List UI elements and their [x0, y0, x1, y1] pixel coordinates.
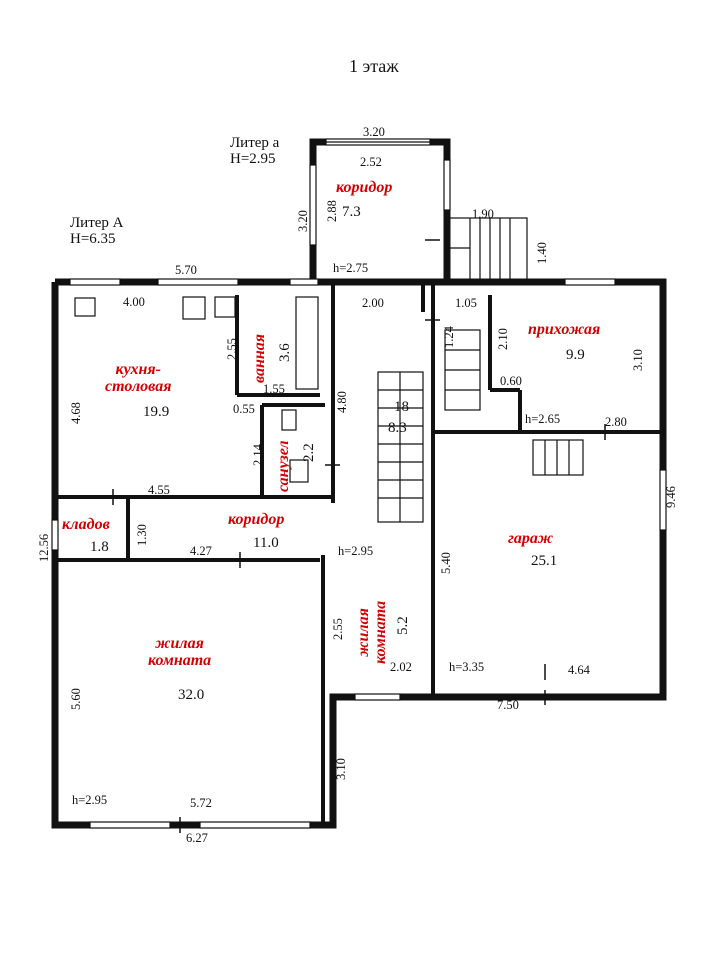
- dim-4-55: 4.55: [148, 483, 170, 497]
- dim-1-90: 1.90: [472, 207, 494, 221]
- dim-4-80: 4.80: [335, 391, 349, 413]
- room-corridor-main-area: 11.0: [253, 535, 279, 551]
- dim-2-52: 2.52: [360, 155, 382, 169]
- room-hall-name: прихожая: [528, 321, 601, 338]
- cooktop-icon: [182, 296, 206, 320]
- liter-a-name: Литер а: [230, 135, 280, 151]
- dim-5-72: 5.72: [190, 796, 212, 810]
- room-wc-name: санузел: [275, 440, 292, 492]
- dim-6-27: 6.27: [186, 831, 208, 845]
- toilet-icon: [281, 409, 297, 431]
- porch-steps: [446, 217, 528, 281]
- room-corridor-main-name: коридор: [228, 511, 285, 528]
- room-kitchen-area: 19.9: [143, 404, 170, 420]
- dim-2-14: 2.14: [251, 444, 265, 466]
- room-hall-area: 9.9: [566, 347, 585, 363]
- dim-3-10-living: 3.10: [334, 758, 348, 780]
- bathtub-icon: [295, 296, 319, 390]
- liter-A-label: Литер А H=6.35: [70, 215, 124, 248]
- room-bathroom-area: 3.6: [277, 343, 293, 362]
- dim-4-64: 4.64: [568, 663, 590, 677]
- room-living-big-name: жилая комната: [148, 635, 212, 670]
- stove-icon: [74, 297, 96, 317]
- room-kitchen-name-line2: столовая: [105, 377, 172, 395]
- fixtures: [74, 296, 319, 483]
- dim-3-10-hall: 3.10: [631, 349, 645, 371]
- room-pantry-name: кладов: [62, 516, 110, 533]
- room-wc-area: 2.2: [301, 443, 317, 462]
- dim-2-10: 2.10: [496, 328, 510, 350]
- interior-walls: [55, 282, 663, 825]
- dim-1-24: 1.24: [442, 326, 456, 348]
- room-living-big-line2: комната: [148, 651, 212, 669]
- room-kitchen-name: кухня- столовая: [105, 361, 172, 396]
- dim-h-2-65: h=2.65: [525, 412, 561, 426]
- room-living-small-line2: комната: [371, 600, 389, 664]
- room-living-small-line1: жилая: [355, 608, 372, 657]
- dim-0-55: 0.55: [233, 402, 255, 416]
- dim-4-27: 4.27: [190, 544, 212, 558]
- room-garage-area: 25.1: [531, 553, 558, 569]
- liter-a-height: H=2.95: [230, 150, 276, 167]
- dim-5-70: 5.70: [175, 263, 197, 277]
- dim-3-20-side: 3.20: [296, 210, 310, 232]
- dim-h-2-95-bottom: h=2.95: [72, 793, 108, 807]
- dim-h-2-95-mid: h=2.95: [338, 544, 374, 558]
- dim-h-2-75: h=2.75: [333, 261, 369, 275]
- room-corridor-top-name: коридор: [336, 179, 393, 196]
- page-title: 1 этаж: [349, 56, 399, 76]
- dim-9-46: 9.46: [664, 486, 678, 508]
- dim-2-88: 2.88: [325, 200, 339, 222]
- room-bathroom-name: ванная: [251, 333, 268, 383]
- room-kitchen-name-line1: кухня-: [115, 361, 161, 378]
- shower-icon: [289, 459, 309, 483]
- liter-A-height: H=6.35: [70, 230, 116, 247]
- dim-5-40: 5.40: [439, 552, 453, 574]
- dim-1-05: 1.05: [455, 296, 477, 310]
- dim-5-60: 5.60: [69, 688, 83, 710]
- dim-1-40: 1.40: [535, 242, 549, 264]
- dimension-ticks: [112, 239, 606, 833]
- room-living-big-line1: жилая: [155, 635, 204, 652]
- dim-2-80: 2.80: [605, 415, 627, 429]
- dim-4-68: 4.68: [69, 402, 83, 424]
- liter-A-name: Литер А: [70, 215, 124, 231]
- sink-icon: [214, 296, 236, 318]
- dim-2-55-living: 2.55: [331, 618, 345, 640]
- stairs-area: 8.3: [388, 420, 407, 436]
- dim-2-55-bath: 2.55: [225, 338, 239, 360]
- room-living-big-area: 32.0: [178, 687, 205, 703]
- liter-a-label: Литер а H=2.95: [230, 135, 280, 168]
- staircase: [377, 329, 584, 523]
- dim-1-55: 1.55: [263, 382, 285, 396]
- dim-1-30: 1.30: [135, 524, 149, 546]
- dim-2-00: 2.00: [362, 296, 384, 310]
- dim-7-50: 7.50: [497, 698, 519, 712]
- room-living-small-area: 5.2: [395, 616, 411, 635]
- dim-0-60: 0.60: [500, 374, 522, 388]
- room-corridor-top-area: 7.3: [342, 204, 361, 220]
- room-garage-name: гараж: [508, 530, 554, 547]
- room-pantry-area: 1.8: [90, 539, 109, 555]
- dim-4-00: 4.00: [123, 295, 145, 309]
- dim-h-3-35: h=3.35: [449, 660, 485, 674]
- dim-3-20-top: 3.20: [363, 125, 385, 139]
- stairs-number: 18: [394, 399, 409, 415]
- liter-a-walls: [309, 138, 451, 282]
- dim-12-56: 12.56: [37, 533, 51, 562]
- dim-2-02: 2.02: [390, 660, 412, 674]
- room-living-small-name: жилая комната: [355, 600, 390, 664]
